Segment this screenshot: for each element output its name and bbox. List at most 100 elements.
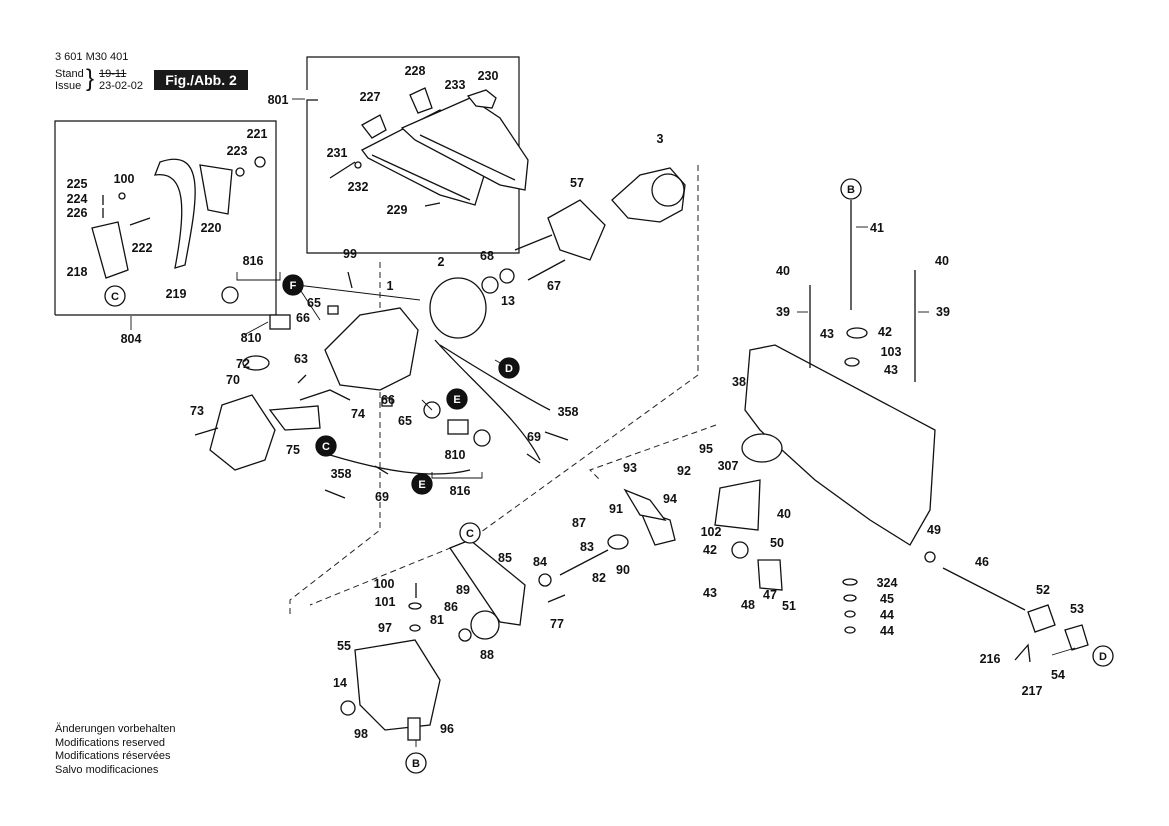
note-de: Änderungen vorbehalten — [55, 723, 176, 735]
cable-74 — [299, 389, 351, 401]
callout-circle — [104, 285, 126, 307]
part-label: 95 — [699, 442, 713, 456]
divider-middle — [589, 424, 717, 481]
issue-label: Issue — [55, 80, 82, 92]
lead-wires — [434, 339, 541, 461]
part-label: 72 — [236, 357, 250, 371]
part-label: 45 — [880, 592, 894, 606]
part-label: 226 — [67, 206, 88, 220]
part-label: 358 — [558, 405, 579, 419]
part-label: 229 — [387, 203, 408, 217]
callout-letter: D — [505, 363, 513, 375]
part-label: 73 — [190, 404, 204, 418]
part-label: 816 — [450, 484, 471, 498]
washer-232 — [354, 161, 362, 169]
part-label: 65 — [398, 414, 412, 428]
part-label: 65 — [307, 296, 321, 310]
part-label: 810 — [241, 331, 262, 345]
doc-number: 3 601 M30 401 — [55, 51, 129, 63]
part-label: 40 — [776, 264, 790, 278]
part-label: 54 — [1051, 668, 1065, 682]
part-label: 87 — [572, 516, 586, 530]
part-label: 69 — [527, 430, 541, 444]
nut-44b — [844, 626, 856, 634]
figure-badge: Fig./Abb. 2 — [154, 70, 248, 90]
part-label: 85 — [498, 551, 512, 565]
callout-letter: F — [290, 280, 297, 292]
issue-date: 23-02-02 — [99, 80, 144, 92]
part-label: 82 — [592, 571, 606, 585]
part-label: 216 — [980, 652, 1001, 666]
bracket-50 — [757, 559, 783, 591]
part-label: 48 — [741, 598, 755, 612]
part-label: 44 — [880, 624, 894, 638]
part-label: 1 — [387, 279, 394, 293]
part-label: 66 — [296, 311, 310, 325]
guard-rib — [371, 154, 471, 201]
part-label: 69 — [375, 490, 389, 504]
part-label: 233 — [445, 78, 466, 92]
part-label: 81 — [430, 613, 444, 627]
part-label: 100 — [114, 172, 135, 186]
brush-holder-810b — [447, 419, 469, 435]
part-label: 224 — [67, 192, 88, 206]
part-label: 50 — [770, 536, 784, 550]
shaft-82 — [559, 549, 609, 576]
bearing-86 — [458, 628, 472, 642]
divider-left — [289, 262, 381, 615]
part-label: 44 — [880, 608, 894, 622]
part-label: 14 — [333, 676, 347, 690]
part-label: 227 — [360, 90, 381, 104]
part-label: 3 — [657, 132, 664, 146]
knob-230 — [466, 89, 497, 109]
stand-label: Stand — [55, 68, 84, 80]
part-label: 66 — [381, 393, 395, 407]
label-102 — [714, 479, 761, 531]
washer-223 — [235, 167, 245, 177]
bearing-49 — [924, 551, 936, 563]
part-label: 92 — [677, 464, 691, 478]
fan-gear — [651, 173, 685, 207]
gear-88 — [470, 610, 500, 640]
frame-801 — [306, 56, 520, 254]
callout-circle — [1092, 645, 1114, 667]
washer-72 — [242, 355, 270, 371]
handwheel-53 — [1064, 624, 1089, 651]
group-frames — [54, 56, 520, 316]
part-label: 98 — [354, 727, 368, 741]
blade-guard-assembly — [329, 87, 529, 207]
part-label: 57 — [570, 176, 584, 190]
housing-1 — [324, 307, 419, 391]
guard-lever-228 — [409, 87, 433, 114]
brush-holder-810a — [269, 314, 291, 330]
part-label: 230 — [478, 69, 499, 83]
part-label: 83 — [580, 540, 594, 554]
section-dividers — [289, 165, 717, 615]
riving-knife-219 — [153, 158, 196, 269]
callout-letter: C — [466, 528, 474, 540]
bearing-13 — [499, 268, 515, 284]
part-label: 218 — [67, 265, 88, 279]
guard-lever-227 — [361, 114, 387, 139]
frame-804 — [54, 120, 277, 316]
part-label: 41 — [870, 221, 884, 235]
screw-100 — [118, 192, 126, 200]
bearing-68 — [481, 276, 499, 294]
screw-229 — [424, 202, 441, 207]
part-label: 358 — [331, 467, 352, 481]
part-label: 217 — [1022, 684, 1043, 698]
part-label: 804 — [121, 332, 142, 346]
screw-231 — [329, 161, 356, 179]
part-label: 324 — [877, 576, 898, 590]
callout-circle — [282, 274, 304, 296]
brush-66a — [327, 305, 339, 315]
part-label: 52 — [1036, 583, 1050, 597]
nut-221 — [254, 156, 266, 168]
brace: } — [86, 65, 95, 92]
pin-358a — [324, 489, 346, 499]
nut-103 — [844, 357, 860, 367]
washer-45 — [843, 594, 857, 602]
part-label: 47 — [763, 588, 777, 602]
part-label: 103 — [881, 345, 902, 359]
